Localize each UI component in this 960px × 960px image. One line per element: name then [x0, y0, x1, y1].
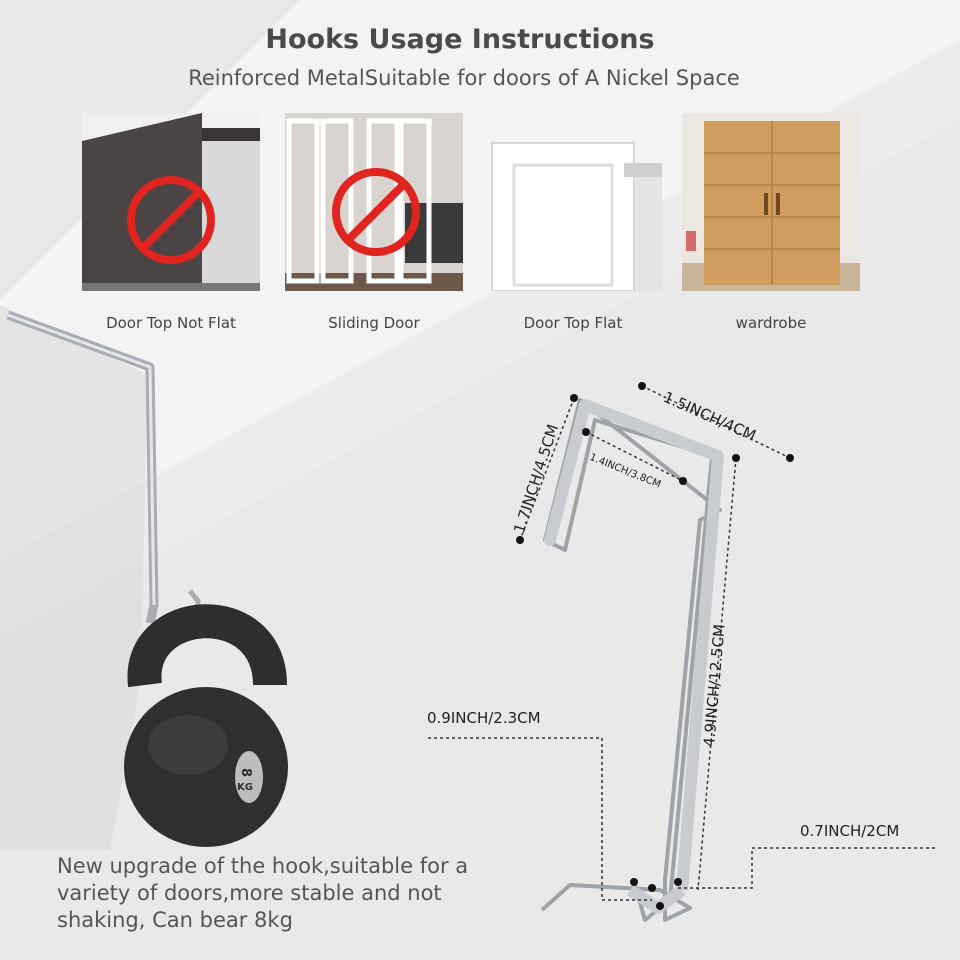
- panel-caption-door-top-not-flat: Door Top Not Flat: [106, 314, 236, 332]
- dim-bottom-hook-right: 0.7INCH/2CM: [800, 822, 900, 840]
- panel-sliding-door: [285, 113, 463, 291]
- hook-dimension-diagram: [428, 382, 936, 922]
- panel-caption-door-top-flat: Door Top Flat: [523, 314, 623, 332]
- product-description: New upgrade of the hook,suitable for a v…: [57, 854, 469, 932]
- dark-door-image: [82, 113, 260, 291]
- prohibited-icon: [127, 176, 215, 264]
- kettlebell-weight-label: 8: [238, 767, 254, 778]
- page-subtitle: Reinforced MetalSuitable for doors of A …: [188, 66, 740, 90]
- panel-door-top-not-flat: [82, 113, 260, 291]
- panel-door-top-flat: [484, 113, 662, 291]
- panel-caption-sliding-door: Sliding Door: [328, 314, 420, 332]
- kettlebell-unit-label: KG: [237, 782, 253, 793]
- panel-wardrobe: [682, 113, 860, 291]
- wardrobe-image: [682, 113, 860, 291]
- white-door-image: [484, 113, 662, 291]
- hook-with-kettlebell-illustration: [0, 305, 288, 850]
- page-title: Hooks Usage Instructions: [265, 24, 655, 55]
- panel-caption-wardrobe: wardrobe: [735, 314, 807, 332]
- sliding-door-image: [285, 113, 463, 291]
- dim-bottom-hook-left: 0.9INCH/2.3CM: [427, 709, 541, 727]
- prohibited-icon: [332, 168, 420, 256]
